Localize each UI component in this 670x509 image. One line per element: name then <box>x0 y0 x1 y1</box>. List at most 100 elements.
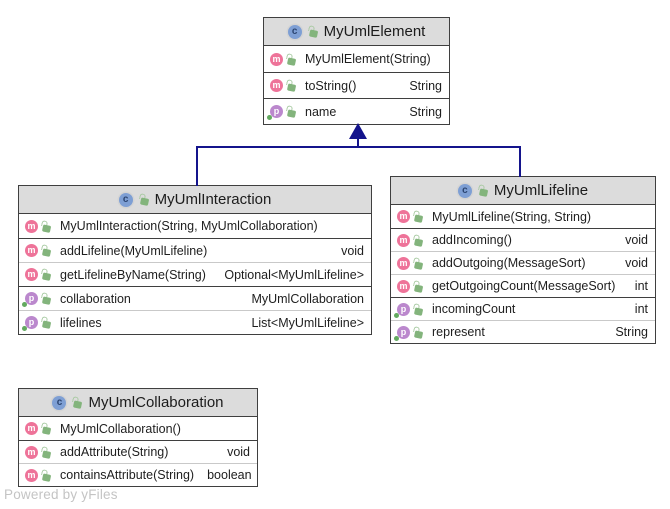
member-type: int <box>634 279 648 293</box>
lock-icon <box>412 326 424 339</box>
property-icon: p <box>22 316 38 331</box>
property-icon: p <box>22 292 38 307</box>
lock-icon <box>40 422 52 435</box>
lock-icon <box>285 53 297 66</box>
lock-icon <box>285 105 297 118</box>
lock-icon <box>412 257 424 270</box>
class-title: MyUmlElement <box>323 23 426 40</box>
property-icon: p <box>394 325 410 341</box>
class-icon: c <box>287 24 302 39</box>
member-type: String <box>615 325 648 339</box>
member-row: m MyUmlInteraction(String, MyUmlCollabor… <box>19 214 371 238</box>
method-icon: m <box>25 268 38 281</box>
member-row: p collaboration MyUmlCollaboration <box>19 286 371 310</box>
method-icon: m <box>397 233 410 247</box>
member-row: m MyUmlElement(String) <box>264 46 449 72</box>
lock-icon <box>285 79 297 92</box>
member-label: getOutgoingCount(MessageSort) <box>432 279 616 293</box>
lock-icon <box>40 469 52 482</box>
class-header: c MyUmlInteraction <box>19 186 371 214</box>
lock-icon <box>138 193 150 206</box>
lock-icon <box>40 446 52 459</box>
method-icon: m <box>25 244 38 257</box>
class-icon: c <box>52 395 67 410</box>
generalization-edge-interaction <box>196 146 198 186</box>
member-row: p name String <box>264 98 449 124</box>
lock-icon <box>40 244 52 257</box>
class-node-myumlelement[interactable]: c MyUmlElement m MyUmlElement(String) m … <box>263 17 450 125</box>
method-icon: m <box>270 52 283 66</box>
member-label: MyUmlLifeline(String, String) <box>432 209 592 224</box>
class-node-myumlcollaboration[interactable]: c MyUmlCollaboration m MyUmlCollaboratio… <box>18 388 258 487</box>
method-icon: m <box>397 256 410 270</box>
class-title: MyUmlCollaboration <box>88 394 224 411</box>
member-type: MyUmlCollaboration <box>251 291 364 306</box>
lock-icon <box>40 292 52 305</box>
member-type: int <box>634 302 648 316</box>
member-row: p represent String <box>391 320 655 343</box>
member-label: MyUmlCollaboration() <box>60 421 181 436</box>
class-icon: c <box>118 192 133 207</box>
member-row: m getLifelineByName(String) Optional<MyU… <box>19 262 371 286</box>
member-row: m MyUmlCollaboration() <box>19 417 257 440</box>
class-node-myumllifeline[interactable]: c MyUmlLifeline m MyUmlLifeline(String, … <box>390 176 656 344</box>
member-row: m addLifeline(MyUmlLifeline) void <box>19 238 371 262</box>
generalization-edge-lifeline <box>519 146 521 177</box>
member-row: m toString() String <box>264 72 449 98</box>
member-row: m getOutgoingCount(MessageSort) int <box>391 274 655 297</box>
member-row: m addIncoming() void <box>391 228 655 251</box>
member-label: addIncoming() <box>432 233 512 247</box>
member-type: List<MyUmlLifeline> <box>251 315 364 330</box>
method-icon: m <box>25 219 38 233</box>
yfiles-watermark-link[interactable]: Powered by yFiles <box>4 487 118 502</box>
member-label: MyUmlInteraction(String, MyUmlCollaborat… <box>60 219 318 233</box>
member-label: getLifelineByName(String) <box>60 267 206 282</box>
member-label: MyUmlElement(String) <box>305 52 431 66</box>
class-icon: c <box>457 183 472 198</box>
member-label: containsAttribute(String) <box>60 468 195 482</box>
lock-icon <box>307 25 319 38</box>
lock-icon <box>412 280 424 293</box>
member-row: m MyUmlLifeline(String, String) <box>391 205 655 228</box>
method-icon: m <box>397 210 410 223</box>
member-type: void <box>625 256 648 270</box>
lock-icon <box>71 396 83 409</box>
lock-icon <box>477 184 489 197</box>
member-label: toString() <box>305 78 357 93</box>
member-label: incomingCount <box>432 302 516 316</box>
property-icon: p <box>394 302 410 318</box>
member-label: collaboration <box>60 291 131 306</box>
lock-icon <box>40 268 52 281</box>
method-icon: m <box>25 422 38 435</box>
class-header: c MyUmlElement <box>264 18 449 46</box>
method-icon: m <box>270 79 283 92</box>
class-title: MyUmlInteraction <box>154 191 272 208</box>
member-label: addAttribute(String) <box>60 445 169 459</box>
member-label: addLifeline(MyUmlLifeline) <box>60 243 208 258</box>
method-icon: m <box>397 279 410 293</box>
lock-icon <box>412 303 424 316</box>
member-label: addOutgoing(MessageSort) <box>432 256 586 270</box>
lock-icon <box>40 220 52 233</box>
member-label: name <box>305 104 337 119</box>
member-row: p lifelines List<MyUmlLifeline> <box>19 310 371 334</box>
method-icon: m <box>25 468 38 482</box>
class-header: c MyUmlCollaboration <box>19 389 257 417</box>
class-node-myumlinteraction[interactable]: c MyUmlInteraction m MyUmlInteraction(St… <box>18 185 372 335</box>
member-type: String <box>409 78 442 93</box>
generalization-edge-stub <box>357 138 359 148</box>
lock-icon <box>412 234 424 247</box>
member-row: m addAttribute(String) void <box>19 440 257 463</box>
member-row: p incomingCount int <box>391 297 655 320</box>
property-icon: p <box>267 105 283 120</box>
member-type: void <box>625 233 648 247</box>
member-type: Optional<MyUmlLifeline> <box>224 267 364 282</box>
member-row: m addOutgoing(MessageSort) void <box>391 251 655 274</box>
member-row: m containsAttribute(String) boolean <box>19 463 257 486</box>
lock-icon <box>40 316 52 329</box>
method-icon: m <box>25 445 38 459</box>
member-type: String <box>409 104 442 119</box>
class-header: c MyUmlLifeline <box>391 177 655 205</box>
member-label: represent <box>432 325 485 339</box>
